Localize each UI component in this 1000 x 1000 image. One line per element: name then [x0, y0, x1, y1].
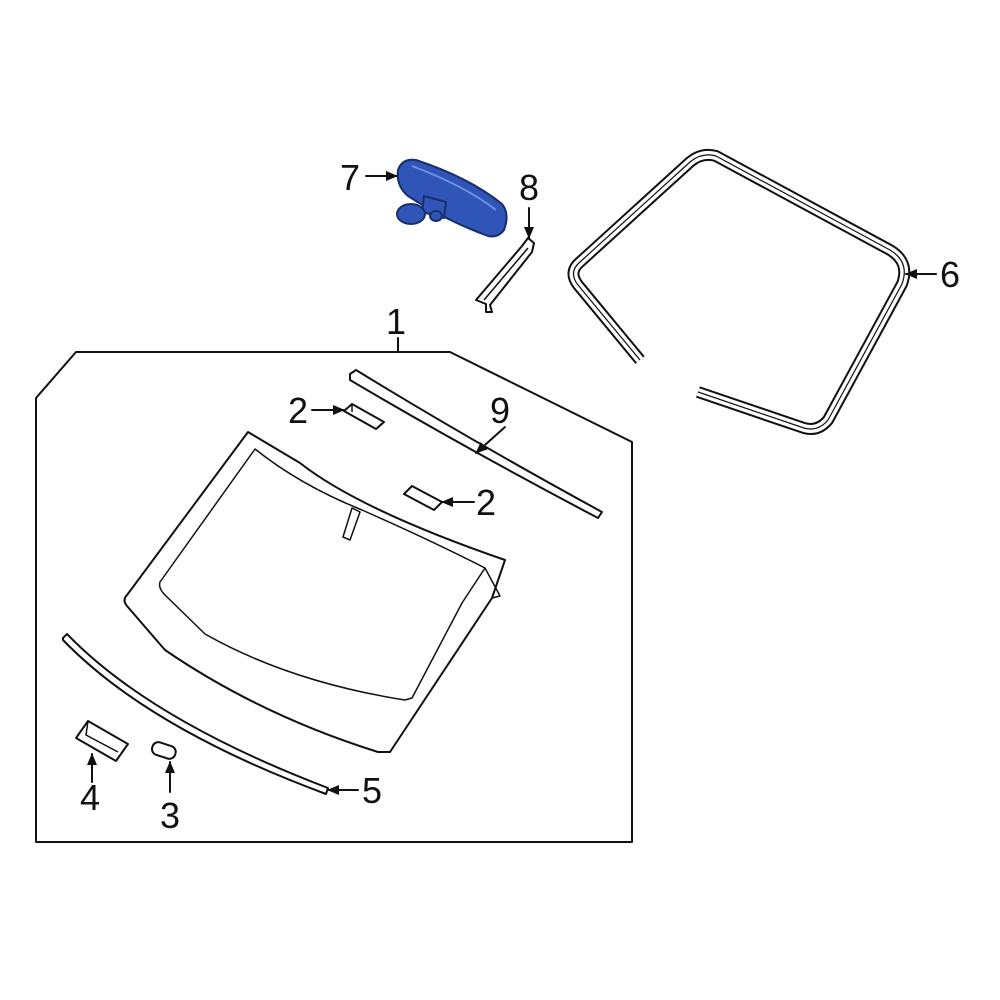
spacer-body: [150, 741, 177, 760]
callout-2a: 2: [288, 390, 308, 431]
mirror-highlight-edge: [411, 165, 497, 211]
clip-right-body: [403, 485, 443, 511]
windshield-inner-line: [158, 448, 486, 701]
callout-3: 3: [160, 795, 180, 836]
bracket: 4: [75, 720, 129, 818]
seal-outer-stroke: [567, 148, 911, 435]
callout-2b: 2: [476, 482, 496, 523]
assembly-outline: [35, 351, 633, 843]
callout-6: 6: [940, 254, 960, 295]
seal-inner-fill: [569, 150, 909, 433]
mirror-housing: [396, 158, 508, 238]
mirror-mount-ball: [396, 203, 426, 225]
clip-upper: 2: [288, 390, 385, 431]
callout-1: 1: [386, 301, 406, 342]
pillar-trim-ridge: [483, 247, 529, 301]
clip-upper-body: [343, 403, 385, 430]
bracket-body: [75, 720, 129, 762]
upper-molding: 9: [349, 369, 603, 519]
pillar-trim: 8: [475, 167, 539, 313]
callout-5: 5: [362, 770, 382, 811]
callout-4: 4: [80, 777, 100, 818]
callout-8: 8: [519, 167, 539, 208]
rear-view-mirror: 7: [340, 157, 508, 238]
windshield-glass: [123, 431, 506, 753]
leader-arrow-9: [475, 426, 506, 454]
windshield-corner-line: [484, 567, 501, 599]
seal-center-line: [572, 154, 905, 430]
windshield-outer-edge: [123, 431, 506, 753]
clip-right: 2: [403, 482, 496, 523]
callout-7: 7: [340, 157, 360, 198]
weatherstrip-seal: 6: [567, 148, 960, 435]
bracket-fold: [85, 720, 119, 753]
callout-9: 9: [490, 390, 510, 431]
mirror-mount-pad: [342, 507, 361, 541]
spacer: 3: [150, 741, 180, 836]
lower-molding: 5: [62, 633, 382, 811]
mirror-mount-nut: [429, 210, 443, 222]
windshield-assembly-group: 1: [35, 301, 633, 843]
